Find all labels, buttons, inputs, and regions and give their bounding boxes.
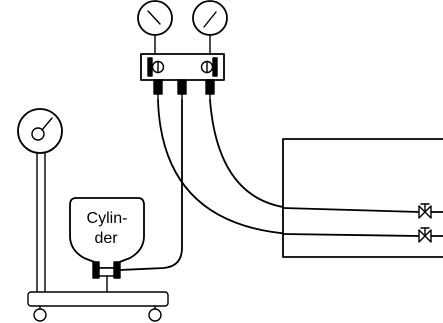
high-pressure-gauge-icon [192, 0, 228, 36]
scale-dial-hub [31, 127, 45, 141]
scale-wheel-right [148, 308, 162, 322]
scale-dial-icon [17, 108, 63, 154]
scale-wheel-left [33, 308, 47, 322]
scale [17, 108, 169, 322]
cylinder-valve-knob-left [92, 261, 100, 279]
outdoor-unit-casing [282, 138, 443, 258]
center-port [177, 79, 187, 95]
scale-platform [27, 291, 169, 307]
outdoor-unit [282, 138, 443, 258]
high-side-port [205, 79, 215, 95]
manifold-knob-left-a [147, 57, 153, 77]
low-side-hose-inner [282, 233, 421, 237]
charging-hose [119, 99, 183, 271]
low-gauge-needle [147, 10, 161, 25]
cylinder-label-line1: Cylin- [87, 210, 128, 227]
gauge-manifold [137, 0, 228, 101]
high-side-hose-inner [282, 207, 421, 213]
manifold-knob-right-a [212, 57, 218, 77]
low-side-hose [157, 99, 421, 237]
cylinder-label-line2: der [94, 230, 118, 247]
high-gauge-needle [203, 11, 217, 28]
cylinder: Cylin- der [69, 197, 145, 293]
scale-dial-needle [41, 117, 53, 131]
low-side-port [153, 79, 163, 95]
